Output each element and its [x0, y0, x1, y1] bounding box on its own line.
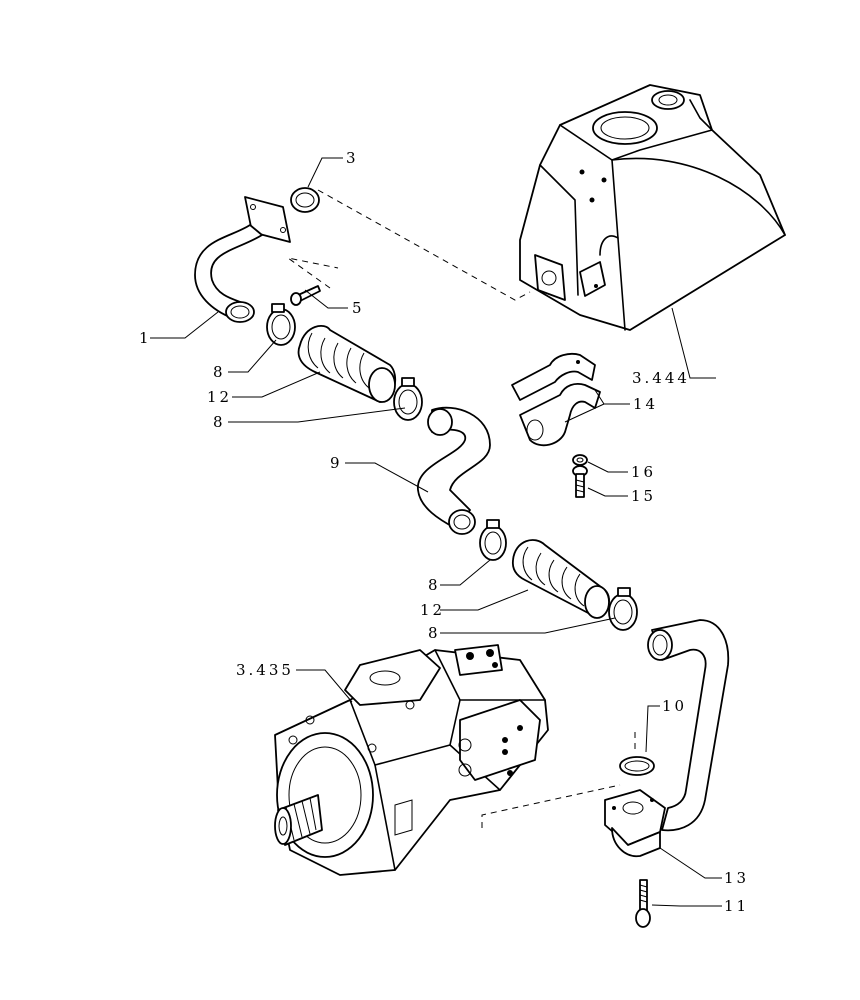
- callout-9: 9: [330, 454, 343, 472]
- callout-3-435: 3.435: [236, 661, 294, 679]
- callout-labels: 1 3 5 8 12 8 9 3.444 14 16 15 8 12 8 3.4…: [139, 149, 749, 915]
- callout-5: 5: [352, 299, 365, 317]
- callout-8: 8: [213, 413, 226, 431]
- leader-lines: [150, 157, 722, 907]
- callout-12: 12: [207, 388, 232, 406]
- bolt-15: [572, 465, 588, 498]
- bolt-11: [635, 879, 651, 928]
- callout-14: 14: [633, 395, 658, 413]
- alignment-line-bolt: [287, 257, 339, 289]
- hydraulic-pump: [274, 644, 549, 876]
- callout-13: 13: [724, 869, 749, 887]
- callout-1: 1: [139, 329, 152, 347]
- corrugated-hose-12a: [297, 325, 397, 403]
- callout-3: 3: [346, 149, 359, 167]
- hose-clamp-8b: [393, 377, 423, 421]
- o-ring-10: [619, 756, 655, 776]
- washer-16: [572, 454, 588, 466]
- elbow-pipe-1: [194, 196, 291, 323]
- alignment-line-tank-flange: [317, 189, 531, 301]
- callout-15: 15: [631, 487, 656, 505]
- callout-8: 8: [428, 624, 441, 642]
- outlet-pipe-13: [604, 619, 730, 857]
- bracket-14: [511, 352, 601, 447]
- s-pipe-9: [417, 406, 491, 535]
- bolt-5: [290, 285, 321, 306]
- alignment-line-pump-outlet: [481, 784, 621, 828]
- callout-8: 8: [213, 363, 226, 381]
- callout-12: 12: [420, 601, 445, 619]
- callout-8: 8: [428, 576, 441, 594]
- hydraulic-tank: [519, 84, 786, 331]
- o-ring-3: [290, 187, 320, 213]
- callout-10: 10: [662, 697, 687, 715]
- callout-3-444: 3.444: [632, 369, 690, 387]
- callout-11: 11: [724, 897, 749, 915]
- hose-clamp-8d: [608, 587, 638, 631]
- callout-16: 16: [631, 463, 656, 481]
- hose-clamp-8a: [266, 303, 296, 346]
- corrugated-hose-12b: [511, 539, 610, 619]
- hose-clamp-8c: [479, 519, 507, 561]
